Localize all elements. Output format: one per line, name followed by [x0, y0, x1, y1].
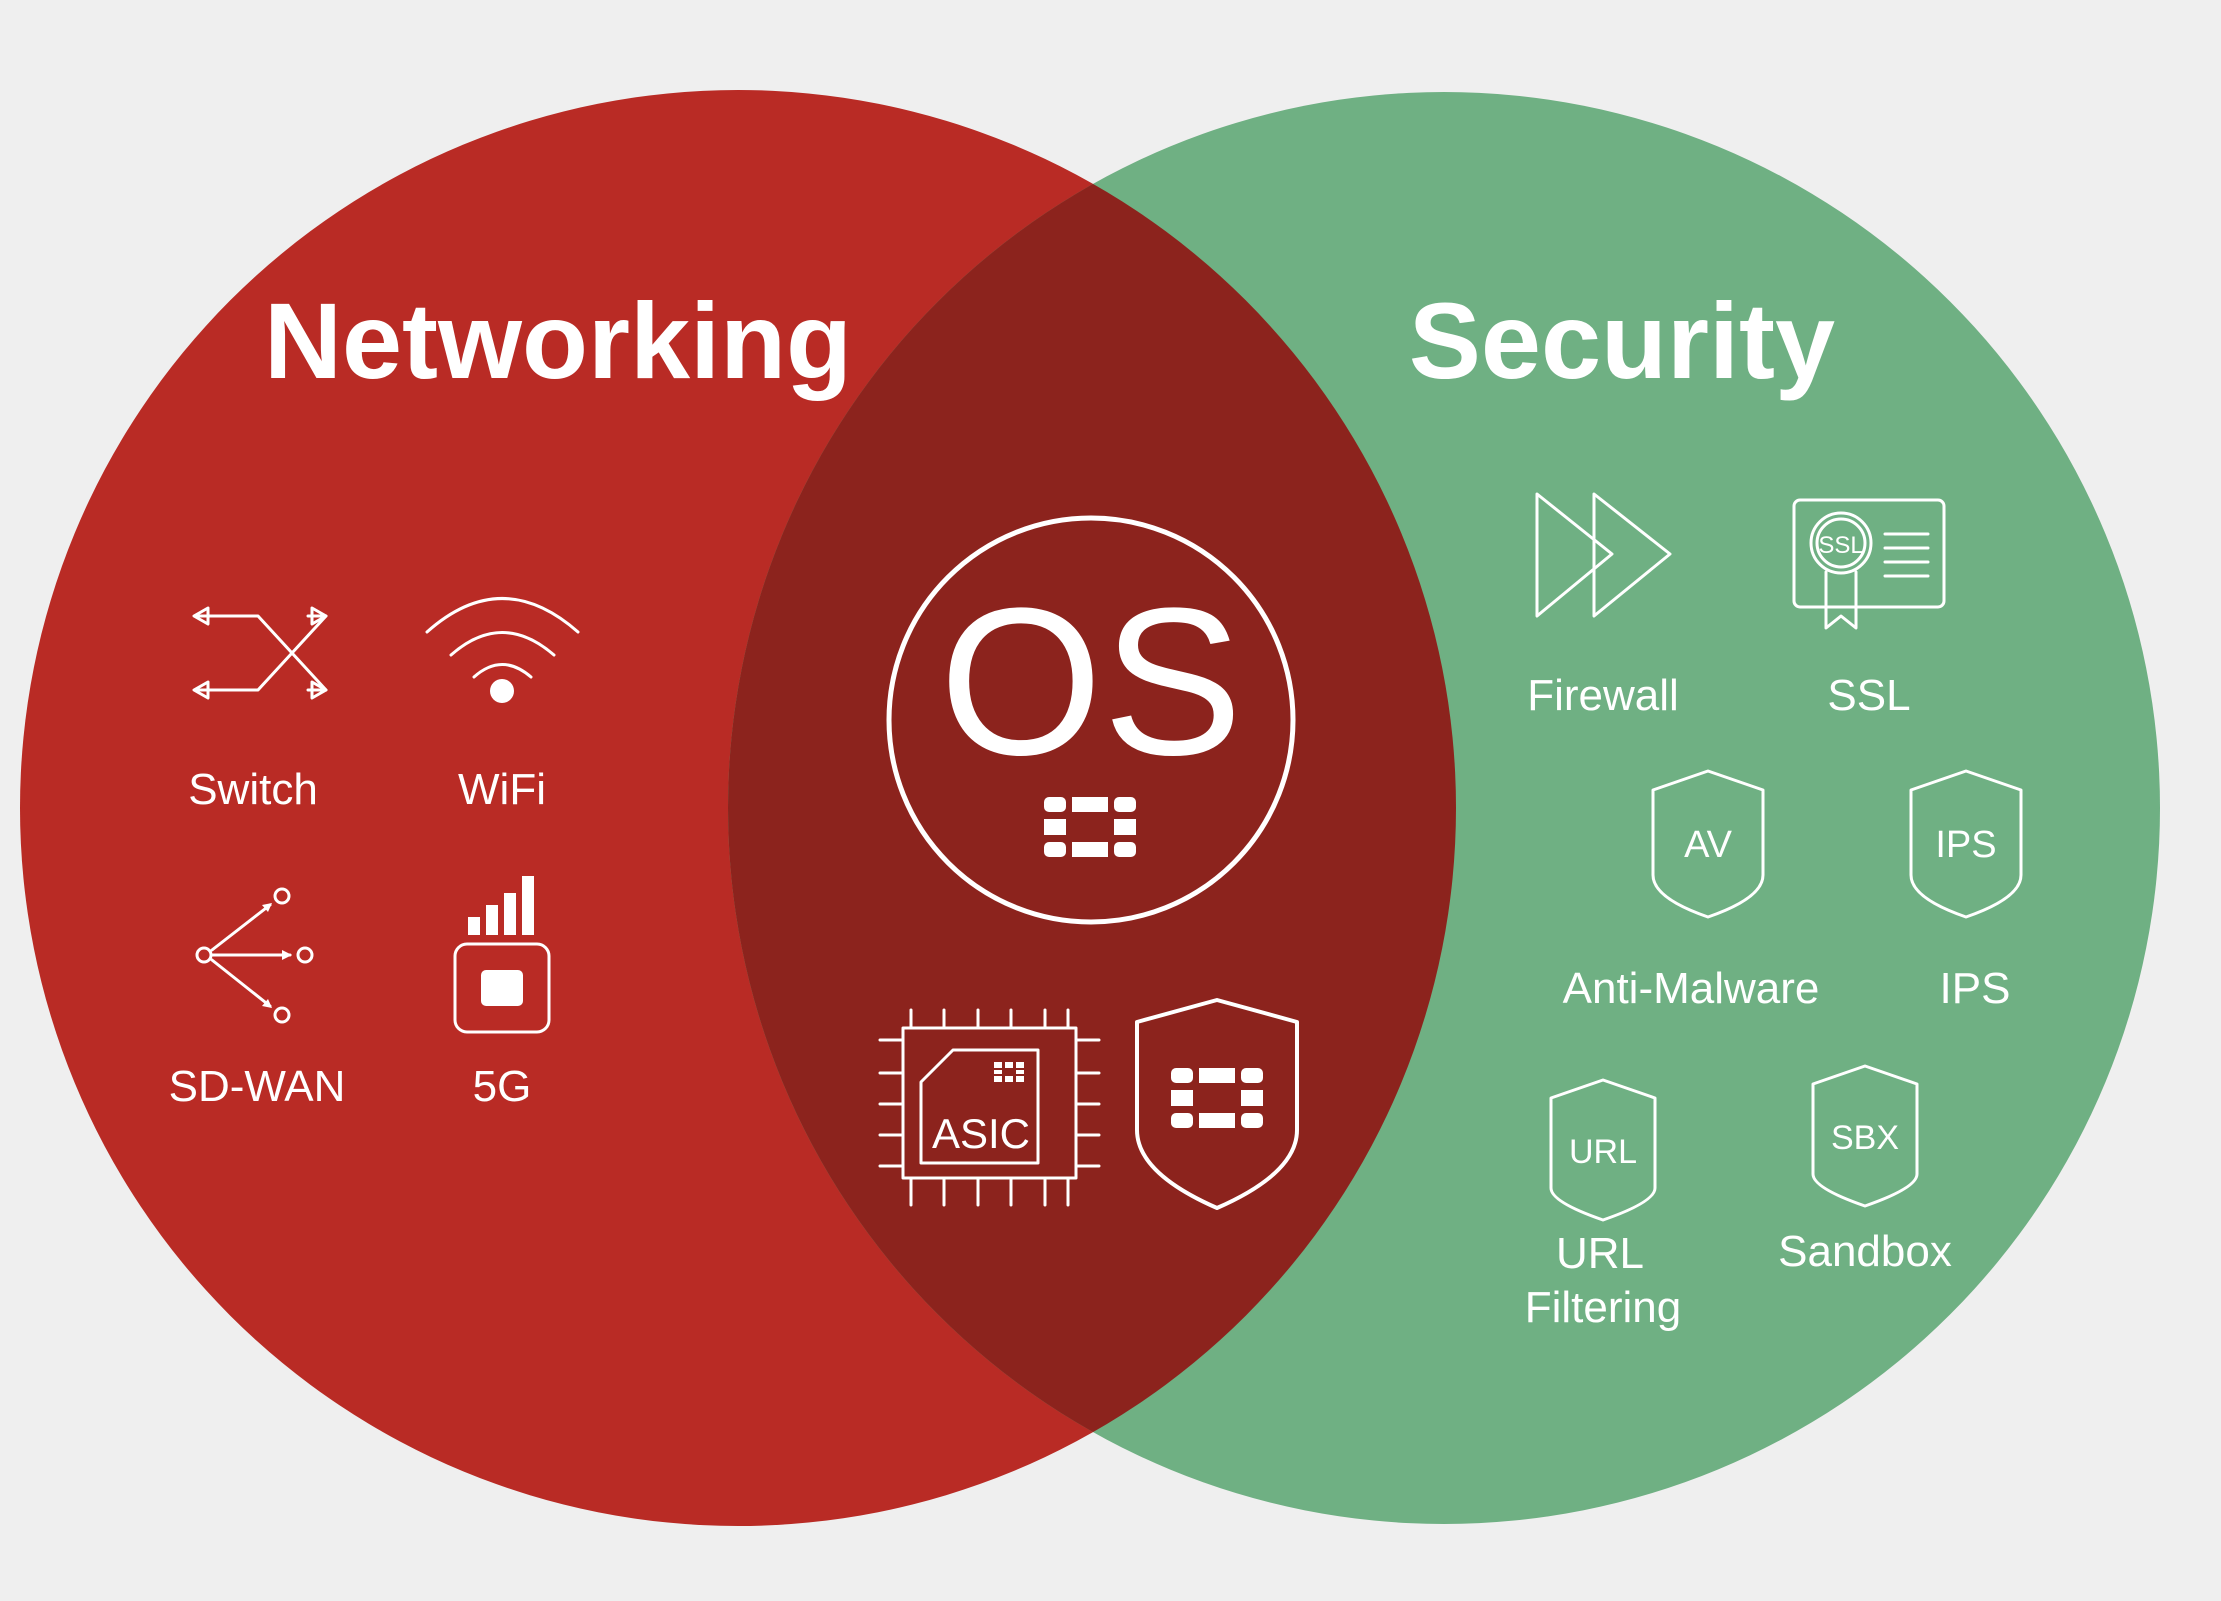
- anti-malware-label: Anti-Malware: [1563, 964, 1820, 1013]
- url-filtering-label-line1: URL: [1556, 1229, 1644, 1278]
- fortinet-logo-icon: [1044, 797, 1136, 857]
- switch-icon: [192, 606, 328, 700]
- ips-label: IPS: [1940, 964, 2011, 1013]
- firewall-label: Firewall: [1527, 671, 1679, 720]
- firewall-icon: [1535, 492, 1672, 618]
- sd-wan-label: SD-WAN: [169, 1062, 346, 1111]
- sd-wan-icon: [195, 887, 314, 1024]
- os-circle-icon: OS: [886, 515, 1296, 925]
- asic-chip-icon: ASIC: [878, 1008, 1101, 1207]
- url-badge: URL: [1569, 1133, 1637, 1171]
- sbx-shield-icon: SBX: [1811, 1064, 1919, 1208]
- ips-badge: IPS: [1935, 824, 1996, 866]
- fortinet-shield-icon: [1135, 998, 1299, 1210]
- 5g-icon: [453, 876, 551, 1034]
- 5g-label: 5G: [473, 1062, 532, 1111]
- sandbox-label: Sandbox: [1778, 1227, 1952, 1276]
- wifi-icon: [425, 597, 580, 703]
- ssl-certificate-icon: SSL: [1792, 498, 1946, 630]
- ips-shield-icon: IPS: [1909, 769, 2023, 919]
- ssl-label: SSL: [1827, 671, 1910, 720]
- ssl-badge: SSL: [1818, 532, 1863, 559]
- switch-label: Switch: [188, 765, 318, 814]
- networking-title: Networking: [264, 280, 852, 401]
- security-title: Security: [1409, 280, 1835, 401]
- url-shield-icon: URL: [1549, 1078, 1657, 1222]
- av-badge: AV: [1684, 824, 1733, 866]
- av-shield-icon: AV: [1651, 769, 1765, 919]
- sbx-badge: SBX: [1831, 1119, 1899, 1157]
- os-label: OS: [939, 564, 1242, 799]
- url-filtering-label-line2: Filtering: [1525, 1283, 1682, 1332]
- wifi-label: WiFi: [458, 765, 546, 814]
- asic-label: ASIC: [932, 1110, 1030, 1157]
